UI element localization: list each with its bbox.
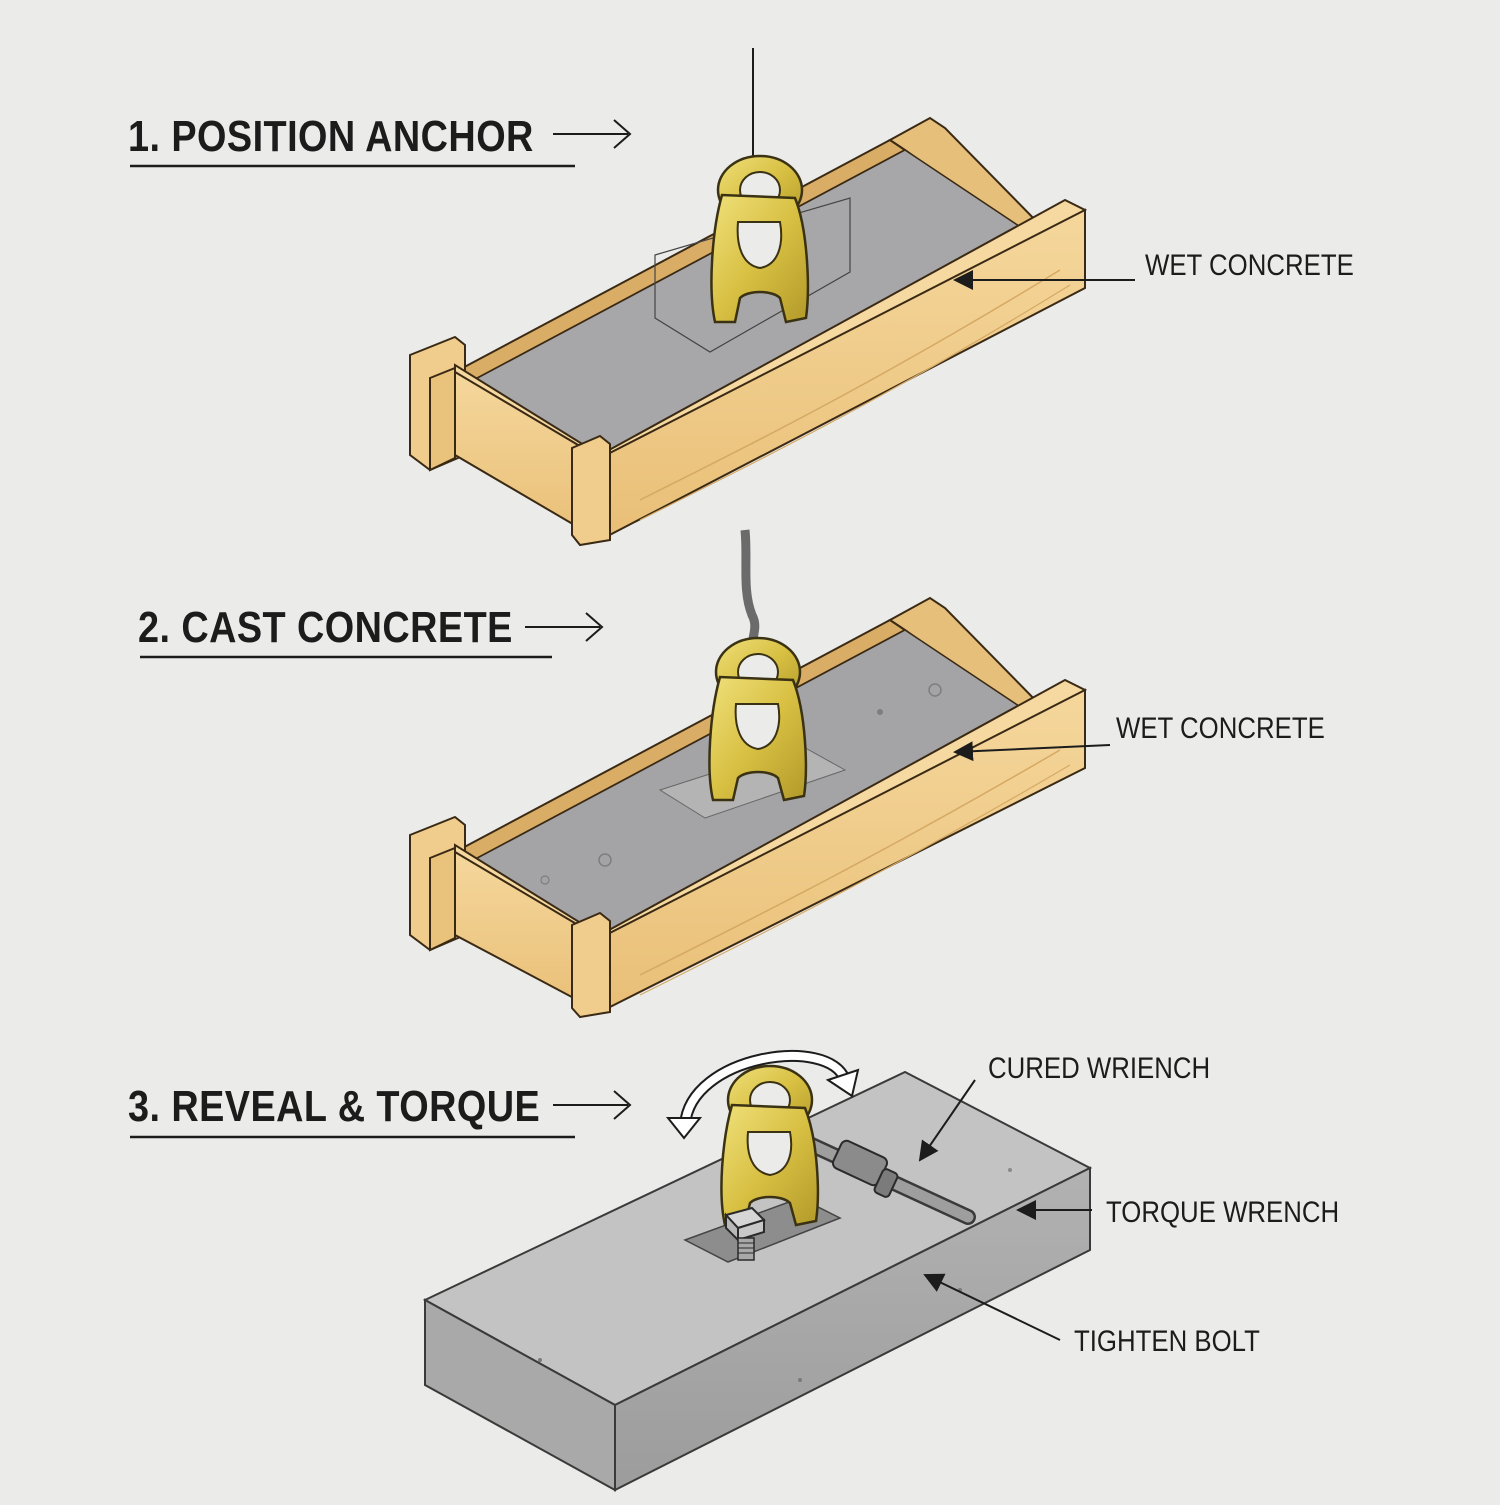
rotation-arrow-icon [665, 1049, 860, 1140]
step-3-callout-torque-wrench: TORQUE WRENCH [1106, 1196, 1340, 1229]
step-1-number: 1. [128, 112, 161, 161]
step-3-number: 3. [128, 1082, 161, 1131]
cured-slab-face [614, 1166, 1091, 1492]
step-3-callout-tighten-bolt: TIGHTEN BOLT [1074, 1325, 1260, 1358]
step-2-title: 2. CAST CONCRETE [138, 603, 513, 653]
step-1-callout: WET CONCRETE [1145, 249, 1354, 282]
bolt-icon [724, 1206, 766, 1261]
step-3-callout-leader-bolt [923, 1273, 1061, 1341]
step-1-title-text: POSITION ANCHOR [171, 112, 534, 161]
torque-wrench-icon [782, 1127, 976, 1225]
step-2-callout-leader [953, 741, 1111, 762]
step-3-callout-cured-wrench: CURED WRIENCH [988, 1052, 1211, 1085]
step-2-number: 2. [138, 603, 171, 652]
step-3-title: 3. REVEAL & TORQUE [128, 1082, 540, 1132]
step-2-title-text: CAST CONCRETE [181, 603, 513, 652]
step-2-illustration [140, 529, 1111, 1019]
lifting-anchor-icon [720, 1064, 820, 1227]
lifting-anchor-icon [710, 154, 810, 324]
lifting-anchor-icon [708, 636, 808, 802]
step-2-callout: WET CONCRETE [1116, 712, 1325, 745]
step-3-title-text: REVEAL & TORQUE [171, 1082, 541, 1131]
step-1-title: 1. POSITION ANCHOR [128, 112, 534, 162]
step-3-illustration [130, 1049, 1093, 1492]
step-3-callout-leader-wrench [918, 1079, 976, 1162]
step-1-illustration [130, 48, 1135, 547]
